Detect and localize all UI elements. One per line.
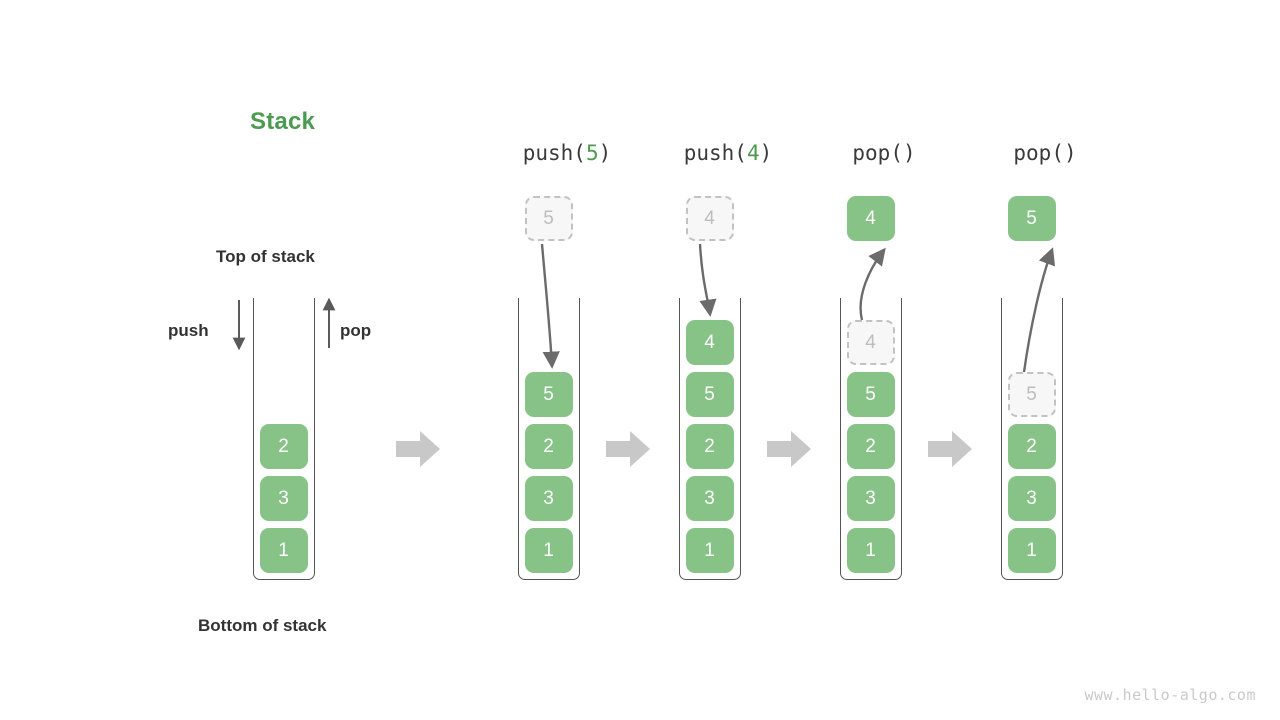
stack-node: 3 bbox=[1007, 476, 1056, 521]
caption-pop-1: pop() bbox=[852, 141, 915, 165]
caption-fn: push bbox=[522, 141, 574, 165]
popped-node: 4 bbox=[846, 196, 895, 241]
stack-node: 3 bbox=[524, 476, 573, 521]
stack-node: 1 bbox=[259, 528, 308, 573]
stack-node: 5 bbox=[524, 372, 573, 417]
stack-column-pop-2: 5 5 2 3 1 bbox=[1000, 0, 1063, 720]
stack-node: 3 bbox=[259, 476, 308, 521]
caption-paren-close: ) bbox=[759, 141, 773, 165]
caption-pop-2: pop() bbox=[1013, 141, 1076, 165]
caption-paren-open: ( bbox=[734, 141, 747, 165]
caption-push-4: push(4) bbox=[684, 141, 773, 165]
stack-node: 2 bbox=[846, 424, 895, 469]
label-top-of-stack: Top of stack bbox=[216, 247, 315, 266]
caption-fn: push bbox=[683, 141, 735, 165]
incoming-node: 4 bbox=[685, 196, 734, 241]
stack-node: 3 bbox=[846, 476, 895, 521]
label-pop: pop bbox=[340, 321, 372, 340]
stack-node-ghost: 5 bbox=[1007, 372, 1056, 417]
label-bottom-of-stack: Bottom of stack bbox=[198, 616, 327, 635]
caption-paren-close: ) bbox=[598, 141, 612, 165]
stack-column-push-5: 5 5 2 3 1 bbox=[517, 0, 580, 720]
watermark: www.hello-algo.com bbox=[1084, 686, 1256, 704]
transition-arrow-icon bbox=[928, 431, 972, 467]
incoming-node: 5 bbox=[524, 196, 573, 241]
transition-arrow-icon bbox=[767, 431, 811, 467]
caption-push-5: push(5) bbox=[523, 141, 612, 165]
caption-paren-open: ( bbox=[1051, 141, 1064, 165]
caption-paren-open: ( bbox=[890, 141, 903, 165]
caption-fn: pop bbox=[852, 141, 891, 165]
stack-node-ghost: 4 bbox=[846, 320, 895, 365]
stack-node: 5 bbox=[846, 372, 895, 417]
stack-node: 2 bbox=[685, 424, 734, 469]
stack-node: 1 bbox=[524, 528, 573, 573]
popped-node: 5 bbox=[1007, 196, 1056, 241]
stack-node: 2 bbox=[1007, 424, 1056, 469]
transition-arrow-icon bbox=[396, 431, 440, 467]
stack-node: 3 bbox=[685, 476, 734, 521]
transition-arrow-icon bbox=[606, 431, 650, 467]
caption-paren-close: ) bbox=[1063, 141, 1077, 165]
stack-node: 5 bbox=[685, 372, 734, 417]
caption-paren-close: ) bbox=[902, 141, 916, 165]
caption-arg: 5 bbox=[585, 141, 599, 165]
stack-column-push-4: 4 4 5 2 3 1 bbox=[678, 0, 741, 720]
page-title: Stack bbox=[250, 108, 316, 135]
stack-node: 2 bbox=[259, 424, 308, 469]
stack-node: 1 bbox=[1007, 528, 1056, 573]
stack-node: 4 bbox=[685, 320, 734, 365]
caption-fn: pop bbox=[1013, 141, 1052, 165]
stack-node: 1 bbox=[685, 528, 734, 573]
stack-node: 1 bbox=[846, 528, 895, 573]
caption-paren-open: ( bbox=[573, 141, 586, 165]
stack-column-initial: 2 3 1 bbox=[252, 0, 315, 720]
caption-arg: 4 bbox=[746, 141, 760, 165]
stack-column-pop-1: 4 4 5 2 3 1 bbox=[839, 0, 902, 720]
label-push: push bbox=[168, 321, 209, 340]
stack-node: 2 bbox=[524, 424, 573, 469]
